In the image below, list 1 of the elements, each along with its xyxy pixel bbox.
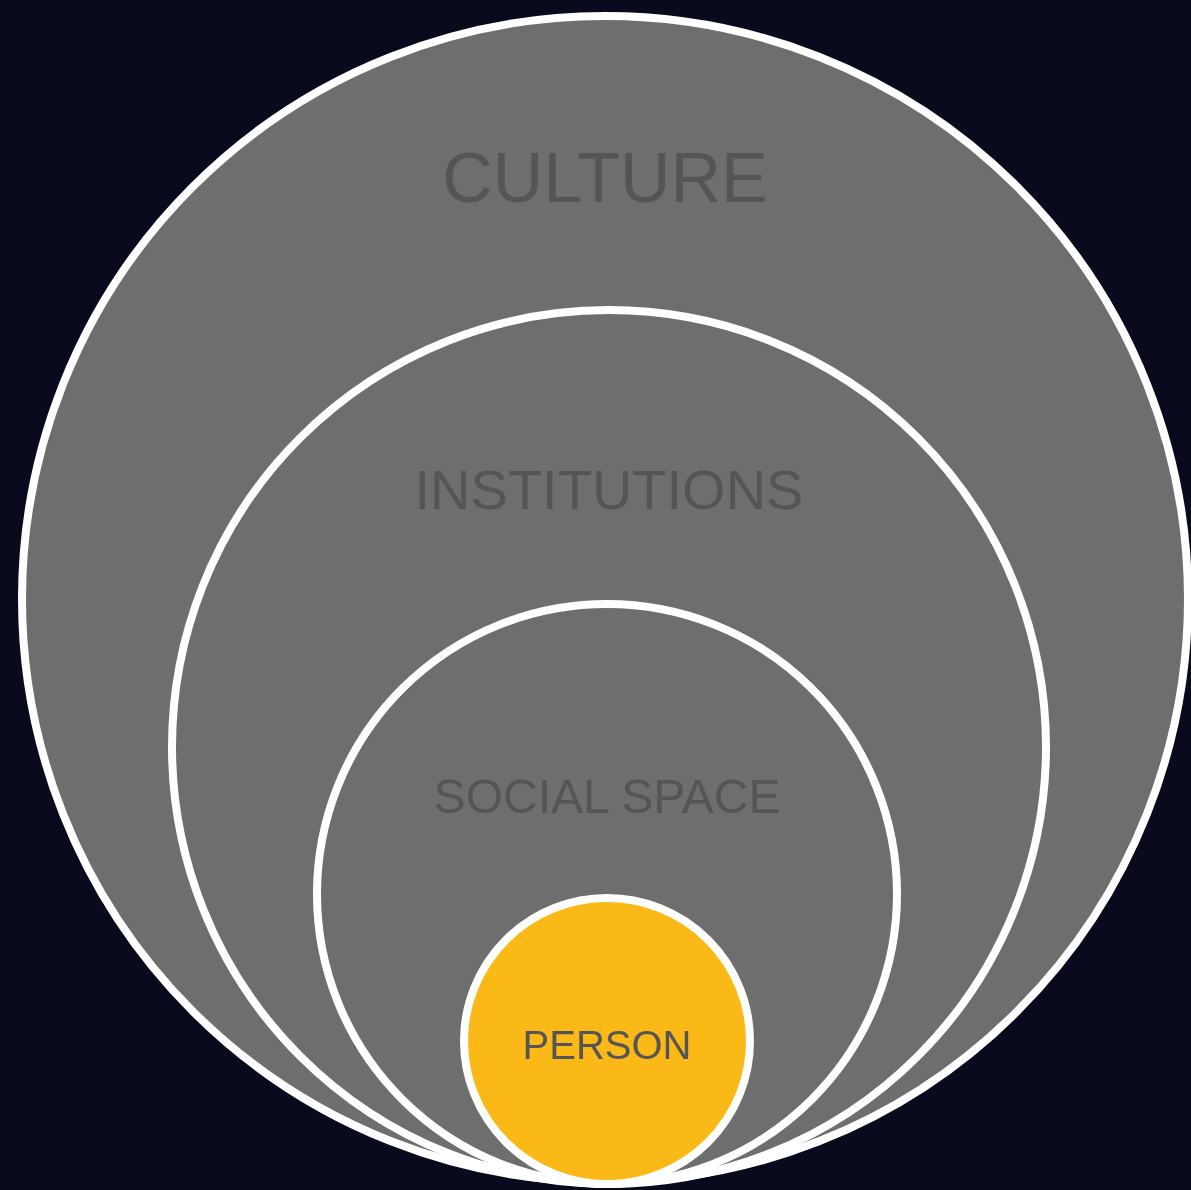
circle-label: PERSON: [522, 1025, 692, 1065]
